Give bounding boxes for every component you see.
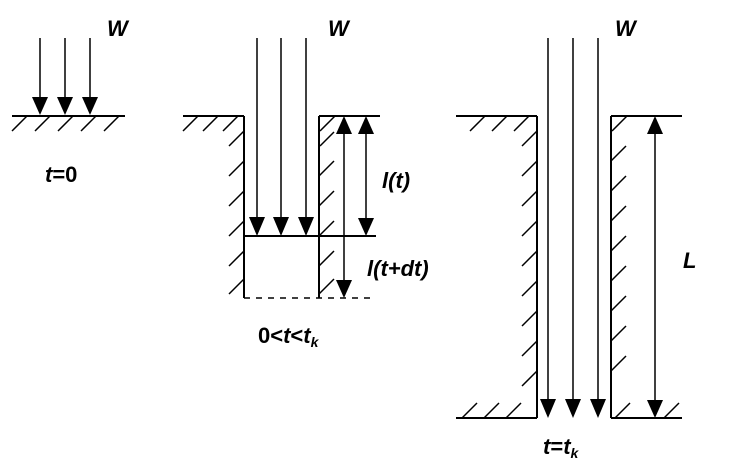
dimension-big-l [647, 116, 663, 418]
panel-intermediate: W [182, 16, 429, 350]
load-label-right: W [615, 16, 638, 41]
label-big-l: L [683, 248, 696, 273]
label-l-t-dt: l(t+dt) [367, 256, 429, 281]
label-l-t: l(t) [382, 168, 410, 193]
caption-t0: t=0 [45, 162, 77, 187]
hole-left-wall [456, 115, 538, 419]
load-arrows-right [540, 38, 606, 418]
load-arrows-left [32, 38, 98, 115]
panel-t0: W t=0 [11, 16, 130, 187]
load-label-middle: W [328, 16, 351, 41]
dimension-l-t [358, 116, 374, 236]
dimension-l-t-dt [336, 116, 352, 298]
crater-right-wall [318, 115, 380, 298]
crater-left-wall [182, 115, 245, 298]
caption-intermediate: 0<t<tk [258, 323, 320, 350]
ground-surface-left [11, 115, 125, 132]
load-label-left: W [107, 16, 130, 41]
caption-final: t=tk [543, 434, 580, 461]
panel-final: W [456, 16, 696, 461]
load-arrows-middle [249, 38, 314, 236]
hole-right-wall [610, 115, 682, 419]
